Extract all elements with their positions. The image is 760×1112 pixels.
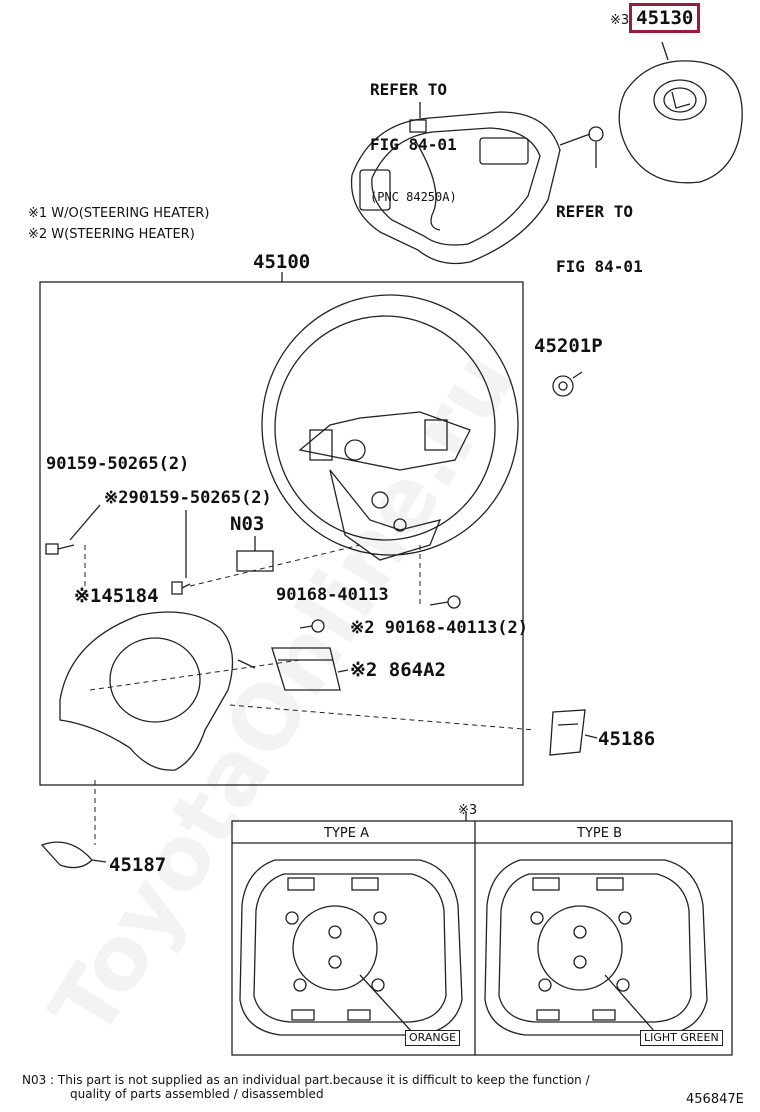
airbag-drawing [618, 41, 743, 184]
orange-tag: ORANGE [405, 1030, 461, 1047]
figure-code: 456847E [686, 1092, 744, 1107]
bolt-90168-drawing [299, 595, 461, 633]
type-b-heading: TYPE B [577, 826, 622, 841]
part-864a2-label[interactable]: ※2 864A2 [350, 659, 446, 681]
note-1: ※1 W/O(STEERING HEATER) [28, 206, 210, 221]
refer-fig-84-01-a[interactable]: REFER TO FIG 84-01 (PNC 84250A) [370, 44, 457, 242]
part-n03-label[interactable]: N03 [230, 513, 265, 535]
lower-cover-45184-drawing [59, 611, 256, 771]
part-45100-label[interactable]: 45100 [253, 251, 311, 273]
part-45186-label[interactable]: 45186 [598, 728, 656, 750]
cap-45187-drawing [40, 841, 107, 869]
refer-a-line1: REFER TO [370, 79, 448, 99]
nut-45201p-drawing [552, 371, 583, 397]
type-frame [231, 820, 733, 1056]
part-90168-a-label[interactable]: 90168-40113 [276, 585, 389, 605]
refer-b-line2: FIG 84-01 [556, 256, 643, 276]
switch-45186-drawing [549, 709, 598, 756]
bolt-left-drawing [45, 504, 191, 595]
screw-top-drawing [559, 126, 604, 168]
part-45184-label[interactable]: ※145184 [74, 585, 159, 607]
refer-fig-84-01-b[interactable]: REFER TO FIG 84-01 [556, 166, 643, 313]
n03-note-line1: N03 : This part is not supplied as an in… [22, 1073, 590, 1087]
part-90159-b-label[interactable]: ※290159-50265(2) [104, 488, 272, 508]
note-3-marker: ※3 [458, 803, 478, 818]
part-90168-b-label[interactable]: ※2 90168-40113(2) [350, 618, 529, 638]
note-2: ※2 W(STEERING HEATER) [28, 227, 195, 242]
part-45130-number[interactable]: 45130 [629, 3, 701, 33]
type-a-backplate-drawing [239, 859, 463, 1036]
refer-a-pnc: (PNC 84250A) [370, 190, 457, 205]
refer-a-line2: FIG 84-01 [370, 134, 457, 154]
type-b-backplate-drawing [484, 859, 708, 1036]
refer-b-line1: REFER TO [556, 201, 634, 221]
main-assembly-frame [39, 281, 524, 786]
part-45187-label[interactable]: 45187 [109, 854, 167, 876]
steering-wheel-drawing [261, 294, 519, 561]
switch-bezel-drawing [350, 102, 561, 265]
n03-note-line2: quality of parts assembled / disassemble… [70, 1087, 324, 1101]
connector-n03-drawing [236, 550, 274, 572]
light-green-tag: LIGHT GREEN [640, 1030, 723, 1047]
part-45130-marker: ※3 [610, 13, 630, 28]
part-45201p-label[interactable]: 45201P [534, 335, 603, 357]
module-864a2-drawing [271, 647, 349, 691]
part-90159-a-label[interactable]: 90159-50265(2) [46, 454, 190, 474]
type-a-heading: TYPE A [324, 826, 369, 841]
